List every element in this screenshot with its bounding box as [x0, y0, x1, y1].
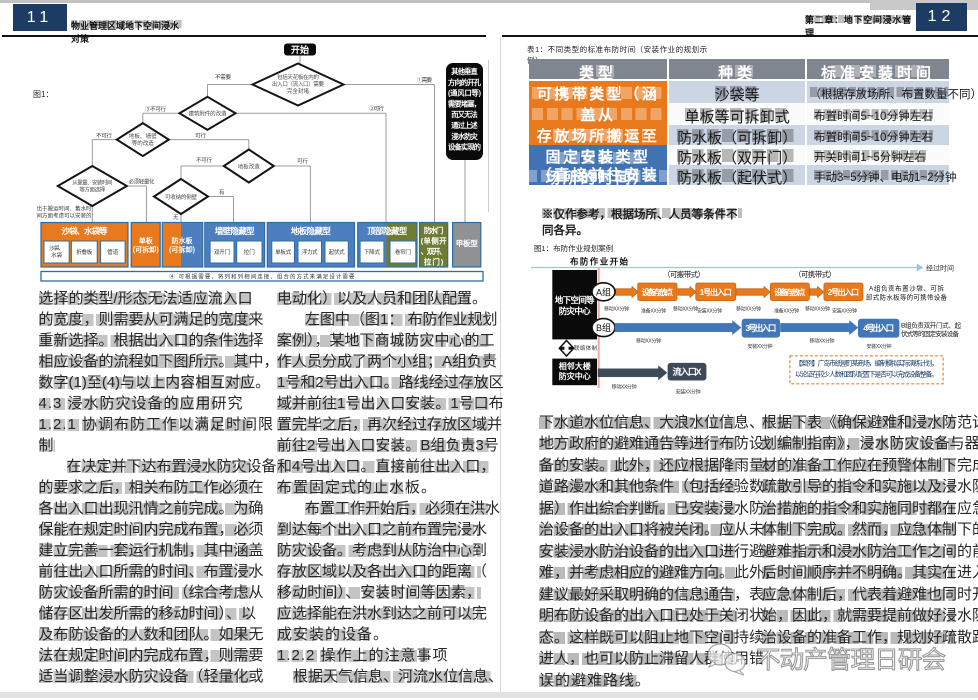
svg-text:管道: 管道	[107, 248, 118, 256]
svg-text:(可拆卸): (可拆卸)	[133, 245, 159, 254]
svg-text:从重量、安装时间: 从重量、安装时间	[72, 179, 112, 187]
svg-text:单板: 单板	[139, 236, 154, 245]
svg-text:顶部隐藏型: 顶部隐藏型	[367, 226, 407, 236]
svg-text:防灾中心: 防灾中心	[559, 306, 591, 316]
svg-text:②可行: ②可行	[369, 105, 384, 113]
svg-text:必须轻量化: 必须轻量化	[129, 178, 155, 186]
svg-text:设备存放点: 设备存放点	[774, 287, 805, 297]
svg-text:方向的开孔: 方向的开孔	[448, 78, 482, 87]
svg-text:安装XX分钟: 安装XX分钟	[748, 343, 773, 350]
svg-text:相邻大楼: 相邻大楼	[559, 361, 591, 371]
svg-text:③不可行: ③不可行	[145, 105, 166, 113]
svg-text:①需要: ①需要	[417, 76, 432, 84]
svg-text:A组: A组	[596, 286, 611, 297]
svg-text:移动XX分钟: 移动XX分钟	[673, 306, 698, 313]
svg-text:移动XX分钟: 移动XX分钟	[636, 338, 661, 345]
svg-text:4号出入口: 4号出入口	[863, 323, 894, 333]
svg-text:A组负责布置沙袋、可拆: A组负责布置沙袋、可拆	[869, 284, 945, 293]
svg-text:布防作业开始: 布防作业开始	[569, 257, 628, 267]
svg-text:安装XX分钟: 安装XX分钟	[676, 389, 701, 396]
svg-text:无: 无	[173, 214, 179, 221]
svg-text:联络体制: 联络体制	[574, 344, 597, 352]
svg-text:沙袋、: 沙袋、	[49, 244, 64, 252]
svg-text:拉门): 拉门)	[424, 257, 444, 267]
svg-text:3号出入口: 3号出入口	[745, 323, 776, 333]
svg-text:经过时间: 经过时间	[926, 264, 954, 273]
svg-text:(通风口等): (通风口等)	[448, 89, 482, 98]
svg-text:地板改造: 地板改造	[238, 163, 260, 171]
svg-text:卸式防水板等的可携带设备: 卸式防水板等的可携带设备	[866, 293, 948, 302]
svg-text:可行: 可行	[297, 157, 308, 165]
svg-text:其他垂直: 其他垂直	[451, 67, 478, 76]
svg-text:浮力式: 浮力式	[302, 248, 318, 256]
svg-text:等的改造: 等的改造	[132, 139, 154, 147]
svg-text:单板式: 单板式	[275, 248, 291, 256]
svg-text:不动产管理日研会: 不动产管理日研会	[756, 646, 946, 674]
svg-text:不可行: 不可行	[96, 132, 112, 140]
svg-text:伏式等的固定安装设备: 伏式等的固定安装设备	[901, 329, 960, 338]
svg-text:移动XX分钟: 移动XX分钟	[805, 306, 830, 313]
svg-text:浸水防灾: 浸水防灾	[451, 132, 478, 141]
svg-text:通过上述: 通过上述	[451, 121, 478, 130]
svg-text:卷帘门: 卷帘门	[395, 248, 411, 256]
svg-text:完全封堵: 完全封堵	[287, 87, 309, 95]
svg-text:(可拆卸): (可拆卸)	[169, 245, 195, 254]
svg-text:不可行: 不可行	[196, 156, 212, 164]
svg-text:出入口（流入口）需要: 出入口（流入口）需要	[272, 80, 324, 88]
svg-text:开始: 开始	[291, 44, 309, 55]
svg-text:1号出入口: 1号出入口	[700, 287, 732, 297]
svg-text:设备实现的: 设备实现的	[448, 143, 481, 152]
svg-text:间方面考虑可以安装的: 间方面考虑可以安装的	[37, 212, 92, 220]
svg-text:B组: B组	[596, 322, 611, 333]
svg-text:移动XX分钟: 移动XX分钟	[612, 384, 637, 391]
svg-text:甲板型: 甲板型	[456, 238, 479, 248]
svg-text:④ 可根据需要，将列和列相间连接、组合的方式来满足设计需要: ④ 可根据需要，将列和列相间连接、组合的方式来满足设计需要	[170, 272, 355, 280]
svg-text:移动XX分钟: 移动XX分钟	[810, 338, 835, 345]
svg-text:防水板: 防水板	[172, 236, 194, 245]
svg-text:设备存放点: 设备存放点	[642, 287, 673, 297]
svg-text:折叠板: 折叠板	[76, 248, 92, 256]
svg-text:B组负责双开门式、起: B组负责双开门式、起	[901, 321, 962, 330]
svg-text:防水门: 防水门	[424, 225, 444, 235]
svg-text:双开门: 双开门	[214, 248, 230, 256]
svg-text:起伏式: 起伏式	[329, 248, 345, 256]
svg-text:不需要: 不需要	[215, 74, 231, 81]
svg-text:以论证在较少人数和团队配置下是否可以完成设备整备。: 以论证在较少人数和团队配置下是否可以完成设备整备。	[795, 370, 938, 379]
svg-text:可收纳的侧壁: 可收纳的侧壁	[165, 193, 197, 201]
svg-text:安装XX分钟: 安装XX分钟	[867, 343, 892, 350]
svg-text:图1：: 图1：	[33, 90, 53, 99]
svg-text:包括天花板在内的: 包括天花板在内的	[277, 73, 319, 81]
svg-text:防灾中心: 防灾中心	[559, 371, 591, 381]
svg-text:安装XX分钟: 安装XX分钟	[697, 308, 722, 315]
svg-text:（可搬带式）: （可搬带式）	[663, 269, 705, 279]
svg-text:等方面选择: 等方面选择	[79, 186, 105, 194]
svg-text:而又无法: 而又无法	[451, 110, 477, 119]
svg-text:、双开、: 、双开、	[421, 247, 447, 256]
svg-text:地板、墙壁: 地板、墙壁	[129, 132, 157, 140]
svg-text:移动XX分钟: 移动XX分钟	[604, 306, 629, 313]
svg-text:安装XX分钟: 安装XX分钟	[832, 308, 857, 315]
svg-text:出于搬运时间、蓄水时: 出于搬运时间、蓄水时	[37, 205, 92, 213]
svg-text:需要堵塞，: 需要堵塞，	[448, 99, 481, 108]
svg-text:地下空间等: 地下空间等	[555, 295, 595, 305]
svg-text:流入口X: 流入口X	[673, 366, 702, 377]
svg-text:下降式: 下降式	[364, 248, 380, 256]
svg-text:（可携带式）: （可携带式）	[794, 269, 836, 279]
svg-text:有: 有	[219, 188, 225, 196]
svg-text:水袋: 水袋	[51, 251, 62, 259]
svg-text:地板隐藏型: 地板隐藏型	[291, 226, 331, 236]
svg-text:拉门: 拉门	[244, 248, 255, 256]
svg-text:建筑附件的改造: 建筑附件的改造	[189, 110, 227, 118]
svg-text:【案例】广岛市纸屋町某商场，编制模拟实际演练计划，: 【案例】广岛市纸屋町某商场，编制模拟实际演练计划，	[795, 359, 938, 368]
svg-text:沙袋、水袋等: 沙袋、水袋等	[62, 226, 108, 236]
svg-text:准备XX分钟: 准备XX分钟	[641, 308, 666, 315]
svg-text:移动XX分钟: 移动XX分钟	[736, 306, 761, 313]
svg-text:可行: 可行	[195, 132, 206, 140]
svg-text:2号出入口: 2号出入口	[828, 287, 859, 297]
svg-text:准备XX分钟: 准备XX分钟	[774, 308, 799, 315]
svg-text:(单侧开: (单侧开	[421, 236, 448, 246]
svg-text:墙壁隐藏型: 墙壁隐藏型	[215, 226, 255, 236]
